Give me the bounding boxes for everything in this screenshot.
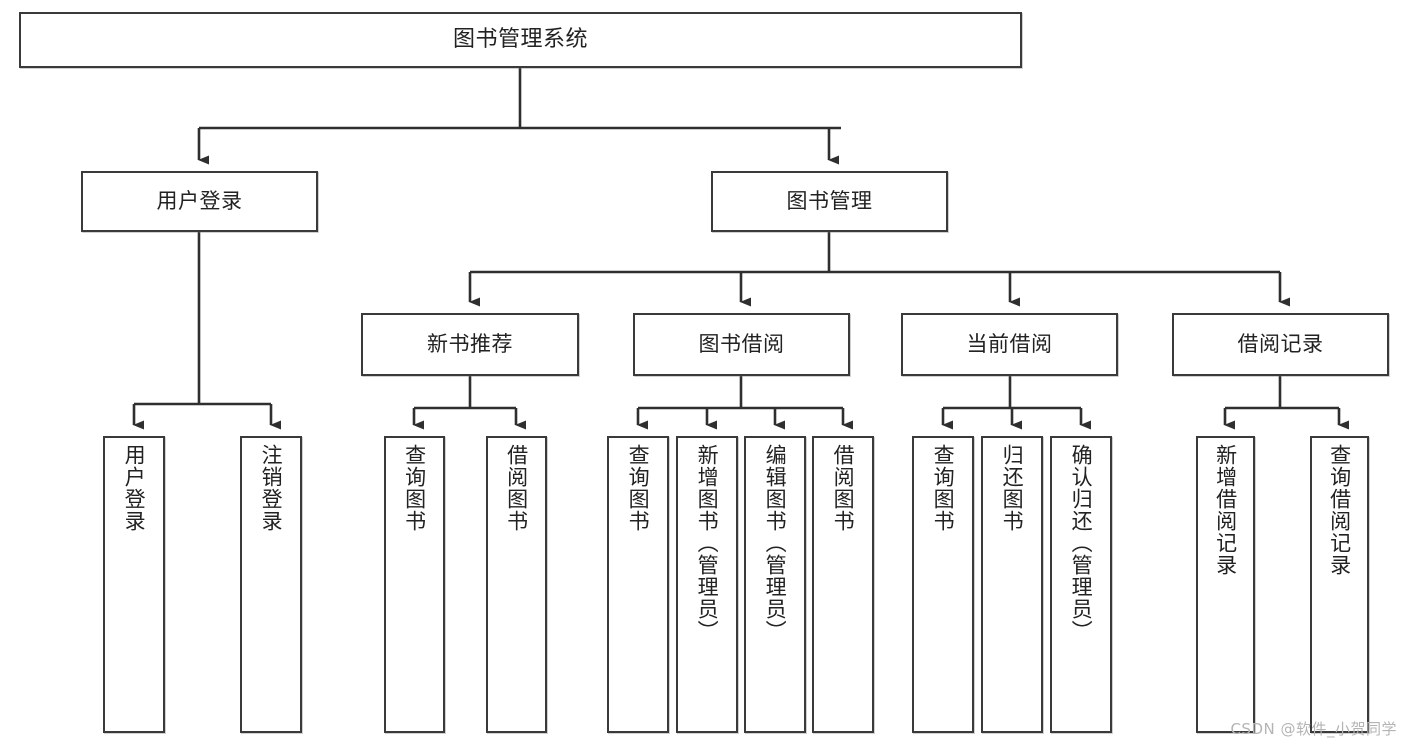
node-label: 查询借阅记录	[1327, 444, 1352, 576]
node-leaf-query-book-recommend[interactable]: 查询图书	[384, 436, 445, 733]
node-leaf-edit-book[interactable]: 编辑图书（管理员）	[744, 436, 806, 733]
node-leaf-confirm-return[interactable]: 确认归还（管理员）	[1050, 436, 1112, 733]
node-leaf-add-book[interactable]: 新增图书（管理员）	[676, 436, 738, 733]
node-label: 新增借阅记录	[1213, 444, 1238, 576]
node-leaf-add-borrow-record[interactable]: 新增借阅记录	[1196, 436, 1255, 733]
node-label: 查询图书	[626, 444, 651, 532]
node-label: 当前借阅	[966, 332, 1053, 357]
node-label: 编辑图书（管理员）	[763, 444, 788, 642]
node-leaf-borrow-book[interactable]: 借阅图书	[812, 436, 874, 733]
node-leaf-query-book-current[interactable]: 查询图书	[912, 436, 974, 733]
node-leaf-logout[interactable]: 注销登录	[240, 436, 302, 733]
node-label: 注销登录	[259, 444, 284, 532]
node-new-book-recommend[interactable]: 新书推荐	[361, 313, 579, 376]
csdn-watermark: CSDN @软件_小贺同学	[1230, 720, 1397, 738]
node-label: 图书管理系统	[452, 27, 588, 53]
node-label: 用户登录	[156, 189, 243, 214]
node-label: 借阅图书	[831, 444, 856, 532]
node-label: 查询图书	[402, 444, 427, 532]
node-label: 新书推荐	[427, 332, 513, 357]
node-borrow-record[interactable]: 借阅记录	[1172, 313, 1389, 376]
node-label: 借阅记录	[1237, 332, 1324, 357]
node-leaf-return-book[interactable]: 归还图书	[981, 436, 1043, 733]
node-label: 图书借阅	[698, 332, 785, 357]
node-label: 借阅图书	[504, 444, 529, 532]
node-current-borrow[interactable]: 当前借阅	[901, 313, 1118, 376]
node-book-borrow[interactable]: 图书借阅	[633, 313, 850, 376]
node-label: 查询图书	[931, 444, 956, 532]
node-label: 新增图书（管理员）	[695, 444, 720, 642]
node-leaf-user-login[interactable]: 用户登录	[103, 436, 165, 733]
node-leaf-query-borrow-record[interactable]: 查询借阅记录	[1310, 436, 1369, 733]
node-leaf-borrow-book-recommend[interactable]: 借阅图书	[486, 436, 547, 733]
node-root-book-management-system[interactable]: 图书管理系统	[19, 12, 1022, 68]
node-label: 用户登录	[122, 444, 147, 532]
node-book-manage[interactable]: 图书管理	[711, 171, 948, 232]
node-leaf-query-book-borrow[interactable]: 查询图书	[607, 436, 669, 733]
node-label: 图书管理	[786, 189, 873, 214]
node-user-login[interactable]: 用户登录	[81, 171, 318, 232]
node-label: 确认归还（管理员）	[1069, 444, 1094, 642]
node-label: 归还图书	[1000, 444, 1025, 532]
